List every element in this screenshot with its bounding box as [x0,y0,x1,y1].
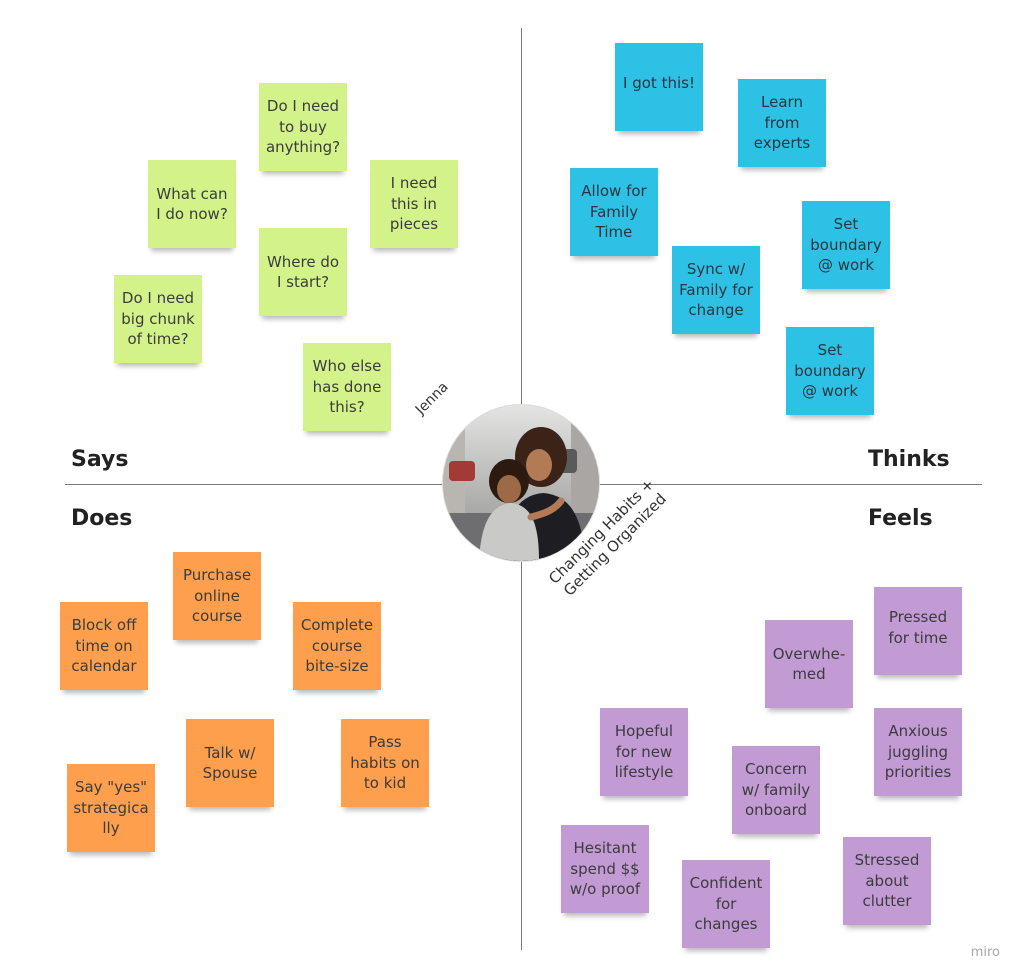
persona-photo [443,405,599,561]
sticky-note-says[interactable]: Who else has done this? [303,343,391,431]
sticky-note-says[interactable]: Do I need to buy anything? [259,83,347,171]
sticky-note-feels[interactable]: Anxious juggling priorities [874,708,962,796]
quadrant-label-does: Does [71,506,133,531]
sticky-note-does[interactable]: Purchase online course [173,552,261,640]
sticky-note-feels[interactable]: Hesitant spend $$ w/o proof [561,825,649,913]
sticky-note-feels[interactable]: Pressed for time [874,587,962,675]
miro-watermark: miro [970,945,1000,960]
sticky-note-does[interactable]: Say "yes" strategically [67,764,155,852]
sticky-note-feels[interactable]: Concern w/ family onboard [732,746,820,834]
quadrant-label-says: Says [71,447,129,472]
sticky-note-feels[interactable]: Stressed about clutter [843,837,931,925]
sticky-note-thinks[interactable]: Set boundary @ work [802,201,890,289]
sticky-note-does[interactable]: Pass habits on to kid [341,719,429,807]
sticky-note-feels[interactable]: Confident for changes [682,860,770,948]
sticky-note-says[interactable]: Where do I start? [259,228,347,316]
persona-name: Jenna [412,379,452,418]
sticky-note-does[interactable]: Block off time on calendar [60,602,148,690]
sticky-note-thinks[interactable]: Learn from experts [738,79,826,167]
sticky-note-says[interactable]: Do I need big chunk of time? [114,275,202,363]
sticky-note-thinks[interactable]: Sync w/ Family for change [672,246,760,334]
sticky-note-feels[interactable]: Overwhe-med [765,620,853,708]
sticky-note-thinks[interactable]: Allow for Family Time [570,168,658,256]
sticky-note-does[interactable]: Complete course bite-size [293,602,381,690]
sticky-note-says[interactable]: I need this in pieces [370,160,458,248]
sticky-note-thinks[interactable]: I got this! [615,43,703,131]
sticky-note-says[interactable]: What can I do now? [148,160,236,248]
sticky-note-feels[interactable]: Hopeful for new lifestyle [600,708,688,796]
quadrant-label-feels: Feels [868,506,933,531]
sticky-note-does[interactable]: Talk w/ Spouse [186,719,274,807]
quadrant-label-thinks: Thinks [868,447,950,472]
sticky-note-thinks[interactable]: Set boundary @ work [786,327,874,415]
